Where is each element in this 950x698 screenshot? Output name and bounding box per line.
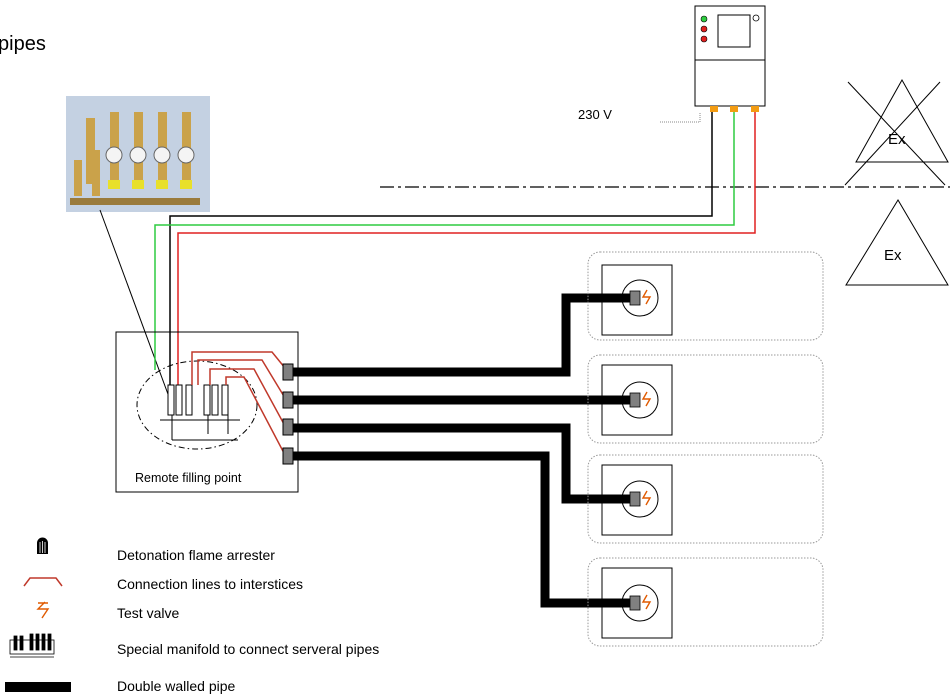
manifold-photo bbox=[66, 96, 210, 212]
legend-label-manifold: Special manifold to connect serveral pip… bbox=[117, 641, 379, 657]
black-wire bbox=[169, 112, 713, 395]
test-valve-icon bbox=[36, 601, 50, 619]
filling-point-label: Remote filling point bbox=[135, 471, 242, 485]
double-walled-pipes bbox=[293, 293, 630, 608]
ex-zone-forbidden: Ex bbox=[844, 78, 949, 186]
power-lead bbox=[660, 112, 701, 123]
legend: Detonation flame arrester Connection lin… bbox=[5, 537, 379, 694]
legend-label-flame-arrester: Detonation flame arrester bbox=[117, 547, 275, 563]
flame-arrester-icon bbox=[37, 537, 48, 554]
tank-3 bbox=[587, 454, 824, 544]
pipe-tank-3 bbox=[293, 423, 630, 504]
remote-filling-point: Remote filling point bbox=[115, 331, 299, 493]
manifold-drawing bbox=[160, 384, 240, 441]
title-fragment: pipes bbox=[0, 33, 46, 55]
green-wire bbox=[154, 112, 735, 370]
control-unit bbox=[694, 5, 766, 112]
tank-4 bbox=[587, 557, 824, 647]
ex-label-bottom: Ex bbox=[884, 247, 902, 264]
ex-label-top: Ex bbox=[888, 131, 906, 148]
tank-2 bbox=[587, 354, 824, 444]
photo-leader-line bbox=[99, 209, 173, 406]
pipe-tank-1 bbox=[293, 293, 630, 377]
connection-line-icon bbox=[23, 577, 63, 587]
ex-zone-allowed: Ex bbox=[845, 199, 949, 286]
red-wire bbox=[177, 112, 756, 392]
legend-label-connection-lines: Connection lines to interstices bbox=[117, 576, 303, 592]
double-walled-pipe-icon bbox=[5, 682, 71, 692]
legend-label-double-walled-pipe: Double walled pipe bbox=[117, 678, 236, 694]
voltage-label: 230 V bbox=[578, 107, 612, 122]
manifold-icon bbox=[9, 633, 55, 658]
filling-point-ports bbox=[282, 363, 294, 465]
interstice-connection-lines bbox=[191, 351, 286, 456]
legend-label-test-valve: Test valve bbox=[117, 605, 179, 621]
pipe-tank-4 bbox=[293, 451, 630, 608]
tank-1 bbox=[587, 251, 824, 341]
